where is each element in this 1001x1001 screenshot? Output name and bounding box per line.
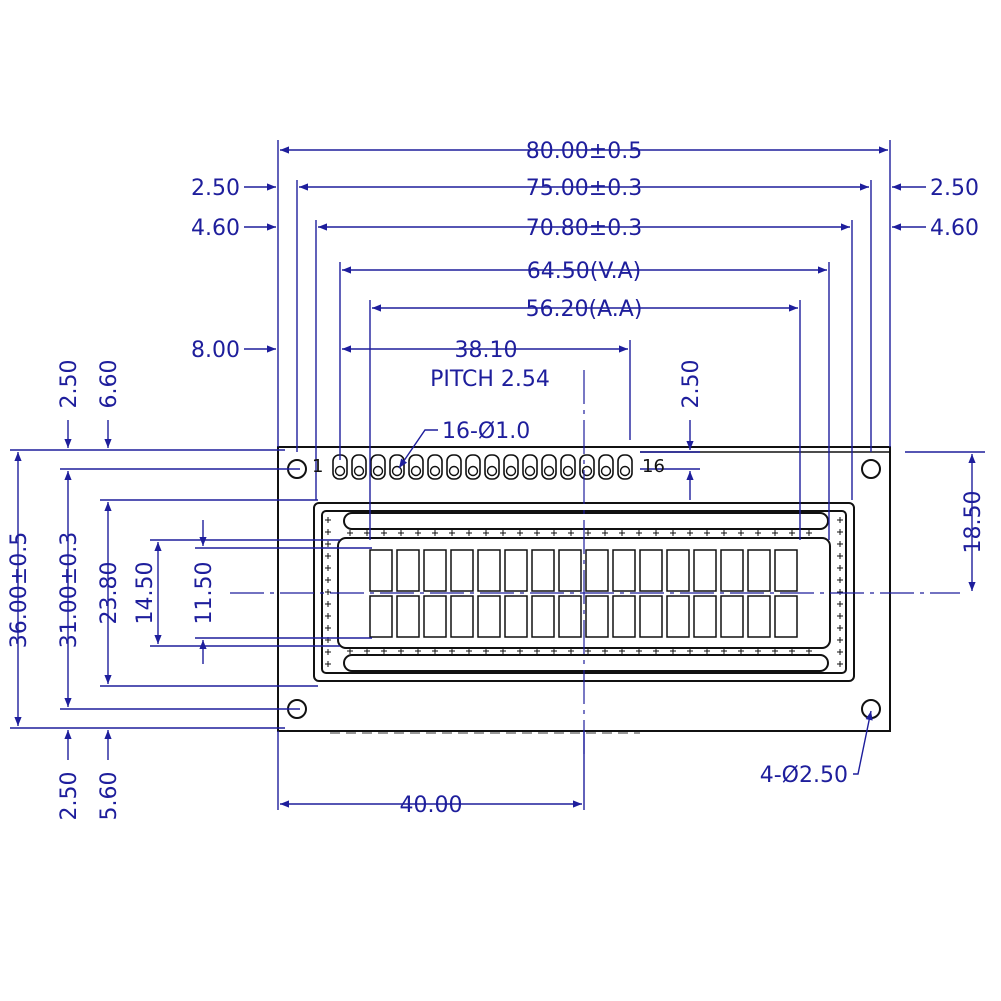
char-cell: [639, 595, 663, 638]
char-cell: [747, 595, 771, 638]
char-cell: [693, 549, 717, 592]
pin-pad: [484, 454, 500, 480]
mount-hole-bottom-right: [861, 699, 881, 719]
bezel-fasteners: [325, 517, 843, 667]
pin-1-label: 1: [312, 456, 323, 477]
mount-hole-top-right: [861, 459, 881, 479]
char-cell: [531, 549, 555, 592]
char-cell: [450, 595, 474, 638]
char-cell: [720, 549, 744, 592]
char-cell: [558, 595, 582, 638]
right-hole-offset-label: 2.50: [930, 176, 979, 201]
top-bezel-offset-label: 6.60: [97, 360, 122, 409]
char-cell: [477, 549, 501, 592]
hole-span-label: 75.00±0.3: [526, 176, 642, 201]
char-cell: [504, 549, 528, 592]
pin-hole-callout: 16-Ø1.0: [442, 419, 530, 444]
bezel-top-strip: [343, 512, 829, 530]
pin-pad: [598, 454, 614, 480]
char-cell: [477, 595, 501, 638]
char-cell: [720, 595, 744, 638]
center-height-label: 18.50: [961, 491, 986, 554]
view-height-label: 14.50: [133, 562, 158, 625]
char-cell: [396, 549, 420, 592]
char-cell: [585, 595, 609, 638]
pin-pad: [503, 454, 519, 480]
char-cell: [531, 595, 555, 638]
overall-height-label: 36.00±0.5: [7, 532, 32, 648]
pin-pad: [465, 454, 481, 480]
char-cell: [423, 549, 447, 592]
active-height-label: 11.50: [192, 562, 217, 625]
active-area-label: 56.20(A.A): [526, 297, 643, 322]
left-hole-offset-label: 2.50: [191, 176, 240, 201]
mount-hole-callout: 4-Ø2.50: [760, 763, 848, 788]
bottom-hole-offset-label: 2.50: [57, 772, 82, 821]
char-cell: [504, 595, 528, 638]
char-cell: [450, 549, 474, 592]
hole-height-label: 31.00±0.3: [57, 532, 82, 648]
char-cell: [396, 595, 420, 638]
char-cell: [369, 549, 393, 592]
pin-pad: [389, 454, 405, 480]
character-cells: [369, 549, 798, 638]
pitch-label: PITCH 2.54: [430, 367, 550, 392]
pin-row: [332, 454, 633, 480]
char-cell: [666, 595, 690, 638]
left-bezel-offset-label: 4.60: [191, 216, 240, 241]
char-cell: [666, 549, 690, 592]
bottom-bezel-offset-label: 5.60: [97, 772, 122, 821]
overall-width-label: 80.00±0.5: [526, 139, 642, 164]
pin-16-label: 16: [642, 456, 665, 477]
pin-pad: [541, 454, 557, 480]
center-lines: [230, 370, 960, 760]
pin-pad: [370, 454, 386, 480]
pin-pad: [351, 454, 367, 480]
right-bezel-offset-label: 4.60: [930, 216, 979, 241]
char-cell: [774, 549, 798, 592]
char-cell: [612, 595, 636, 638]
char-cell: [639, 549, 663, 592]
pin-pad: [579, 454, 595, 480]
char-cell: [612, 549, 636, 592]
pin-pad: [408, 454, 424, 480]
pin-pad: [617, 454, 633, 480]
bezel-bottom-strip: [343, 654, 829, 672]
view-area-label: 64.50(V.A): [527, 259, 641, 284]
pin-offset-label: 2.50: [679, 360, 704, 409]
dimension-lines: [10, 140, 985, 810]
char-cell: [774, 595, 798, 638]
dimension-labels: 80.00±0.5 75.00±0.3 70.80±0.3 64.50(V.A)…: [7, 139, 986, 820]
pin-pad: [522, 454, 538, 480]
pin-pad: [427, 454, 443, 480]
bezel-width-label: 70.80±0.3: [526, 216, 642, 241]
char-cell: [693, 595, 717, 638]
char-cell: [423, 595, 447, 638]
char-cell: [369, 595, 393, 638]
pin-pad: [446, 454, 462, 480]
center-offset-label: 40.00: [400, 793, 463, 818]
top-hole-offset-label: 2.50: [57, 360, 82, 409]
left-view-offset-label: 8.00: [191, 338, 240, 363]
char-cell: [585, 549, 609, 592]
pin-span-label: 38.10: [455, 338, 518, 363]
pin-pad: [560, 454, 576, 480]
bezel-height-label: 23.80: [97, 562, 122, 625]
char-cell: [747, 549, 771, 592]
char-cell: [558, 549, 582, 592]
